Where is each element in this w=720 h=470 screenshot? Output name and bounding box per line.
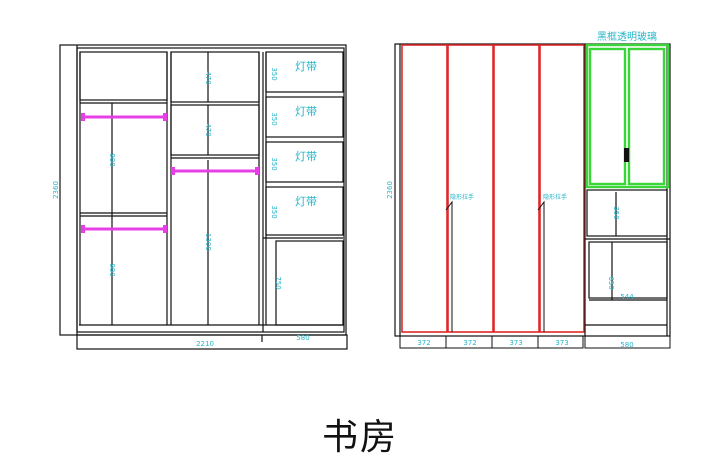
led-strip-label-1: 灯带 [295, 60, 317, 73]
left-lower-cabinet [275, 240, 344, 326]
left-overall-width: 2210 [196, 340, 214, 348]
rod-bracket [163, 113, 167, 121]
left-outer-frame [59, 44, 347, 336]
led-strip-label-4: 灯带 [295, 195, 317, 208]
shelf-height-1: 350 [270, 67, 278, 80]
left-shelf-1 [265, 51, 344, 93]
door-width-4: 373 [555, 339, 568, 347]
rod-bracket [171, 167, 175, 175]
shelf-height-3: 350 [270, 157, 278, 170]
drawer-unit [586, 189, 668, 237]
page-title: 书房 [321, 417, 398, 458]
top-cabinet-height: 470 [204, 71, 212, 84]
handle-label-2: 隐形拉手 [543, 193, 567, 201]
left-right-column-width: 580 [296, 334, 309, 342]
rod-bracket [81, 113, 85, 121]
left-elevation [59, 44, 348, 350]
rod-bracket [255, 167, 259, 175]
left-shelf-2 [265, 96, 344, 138]
right-overall-height: 2360 [386, 181, 394, 199]
glass-door-left [588, 47, 627, 186]
right-column-width: 580 [620, 341, 633, 349]
rod-bracket [163, 225, 167, 233]
middle-top-cabinet [170, 51, 260, 103]
column-width-strip [584, 335, 671, 349]
glass-door-frame [585, 43, 670, 189]
lower-hanging-height: 980 [108, 263, 116, 276]
door-width-2: 372 [463, 339, 476, 347]
long-hanging-height: 1300 [204, 233, 212, 251]
left-top-cabinet [79, 51, 168, 101]
glass-door-label: 黑框透明玻璃 [597, 30, 657, 43]
hanging-rods [82, 115, 258, 231]
drawer-height: 350 [612, 206, 620, 219]
door-panel-3 [493, 44, 540, 333]
left-base-strip [76, 334, 348, 350]
left-overall-height: 2360 [52, 181, 60, 199]
door-width-1: 372 [417, 339, 430, 347]
led-strip-label-2: 灯带 [295, 105, 317, 118]
right-elevation [394, 43, 671, 349]
right-dimensions: 2360 372 372 373 373 580 黑框透明玻璃 隐形拉手 隐形拉… [386, 30, 657, 349]
hidden-handle-1 [445, 200, 453, 332]
door-width-3: 373 [509, 339, 522, 347]
middle-mid-cabinet [170, 104, 260, 156]
mid-cabinet-height: 470 [204, 123, 212, 136]
left-dimensions: 2360 2210 580 470 470 980 980 1300 350 3… [52, 60, 317, 348]
led-strip-label-3: 灯带 [295, 150, 317, 163]
shelf-height-4: 350 [270, 205, 278, 218]
glass-door-right [627, 47, 666, 186]
rod-bracket [81, 225, 85, 233]
left-shelf-4 [265, 186, 344, 236]
upper-hanging-height: 980 [108, 153, 116, 166]
inner-width: 544 [620, 293, 634, 301]
door-panel-2 [447, 44, 494, 333]
door-panel-4 [539, 44, 585, 333]
right-lower-cabinet [588, 241, 668, 299]
right-lower-cabinet-height: 650 [607, 276, 615, 289]
left-inner-frame [76, 47, 345, 333]
left-shelf-3 [265, 141, 344, 183]
door-panel-1 [401, 44, 448, 333]
hidden-handle-2 [537, 200, 545, 332]
shelf-height-2: 350 [270, 112, 278, 125]
lower-cabinet-height: 750 [274, 276, 282, 289]
glass-door-handle [624, 148, 629, 162]
handle-label-1: 隐形拉手 [450, 193, 474, 201]
